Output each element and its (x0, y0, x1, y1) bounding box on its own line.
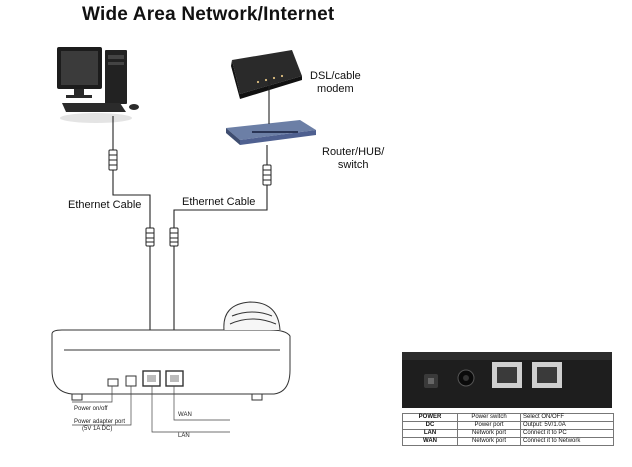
power-switch-callout: Power on/off (74, 406, 108, 412)
port-note-cell: Connect it to PC (520, 429, 614, 438)
power-adapter-callout: Power adapter port (5V 1A DC) (74, 419, 125, 433)
port-note-cell: Connect it to Network (520, 437, 614, 446)
port-name-cell: POWER (402, 413, 458, 422)
modem-label-line: DSL/cable (310, 70, 361, 82)
router-label-line: switch (337, 159, 369, 171)
wan-callout: WAN (178, 412, 192, 418)
diagram-title: Wide Area Network/Internet (82, 4, 335, 25)
router-label: Router/HUB/ switch (322, 146, 384, 172)
router-icon (226, 120, 316, 145)
ip-phone-drawing (51, 301, 291, 401)
modem-label: DSL/cable modem (310, 70, 361, 96)
port-desc-cell: Power port (457, 421, 521, 430)
port-name-cell: LAN (402, 429, 458, 438)
port-desc-cell: Network port (457, 429, 521, 438)
phone-callout-lines (72, 386, 230, 433)
cable-connector-router (262, 164, 272, 186)
router-label-line: Router/HUB/ (322, 146, 385, 158)
cable-connector-wan (169, 227, 179, 247)
lan-callout: LAN (178, 433, 190, 439)
port-desc-cell: Power switch (457, 413, 521, 422)
port-note-cell: Output: 5V/1.0A (520, 421, 614, 430)
power-adapter-line: Power adapter port (74, 419, 126, 425)
modem-label-line: modem (317, 83, 354, 95)
port-note-cell: Select ON/OFF (520, 413, 614, 422)
port-name-cell: DC (402, 421, 458, 430)
port-desc-cell: Network port (457, 437, 521, 446)
right-cable-label: Ethernet Cable (182, 196, 256, 208)
modem-icon (231, 50, 302, 99)
pc-icon (57, 47, 139, 123)
port-name-cell: WAN (402, 437, 458, 446)
rear-port-photo (402, 352, 612, 408)
left-cable-label: Ethernet Cable (68, 199, 142, 211)
cable-connector-lan (145, 227, 155, 247)
cable-connector-pc (108, 149, 118, 171)
power-adapter-line: (5V 1A DC) (82, 426, 113, 432)
